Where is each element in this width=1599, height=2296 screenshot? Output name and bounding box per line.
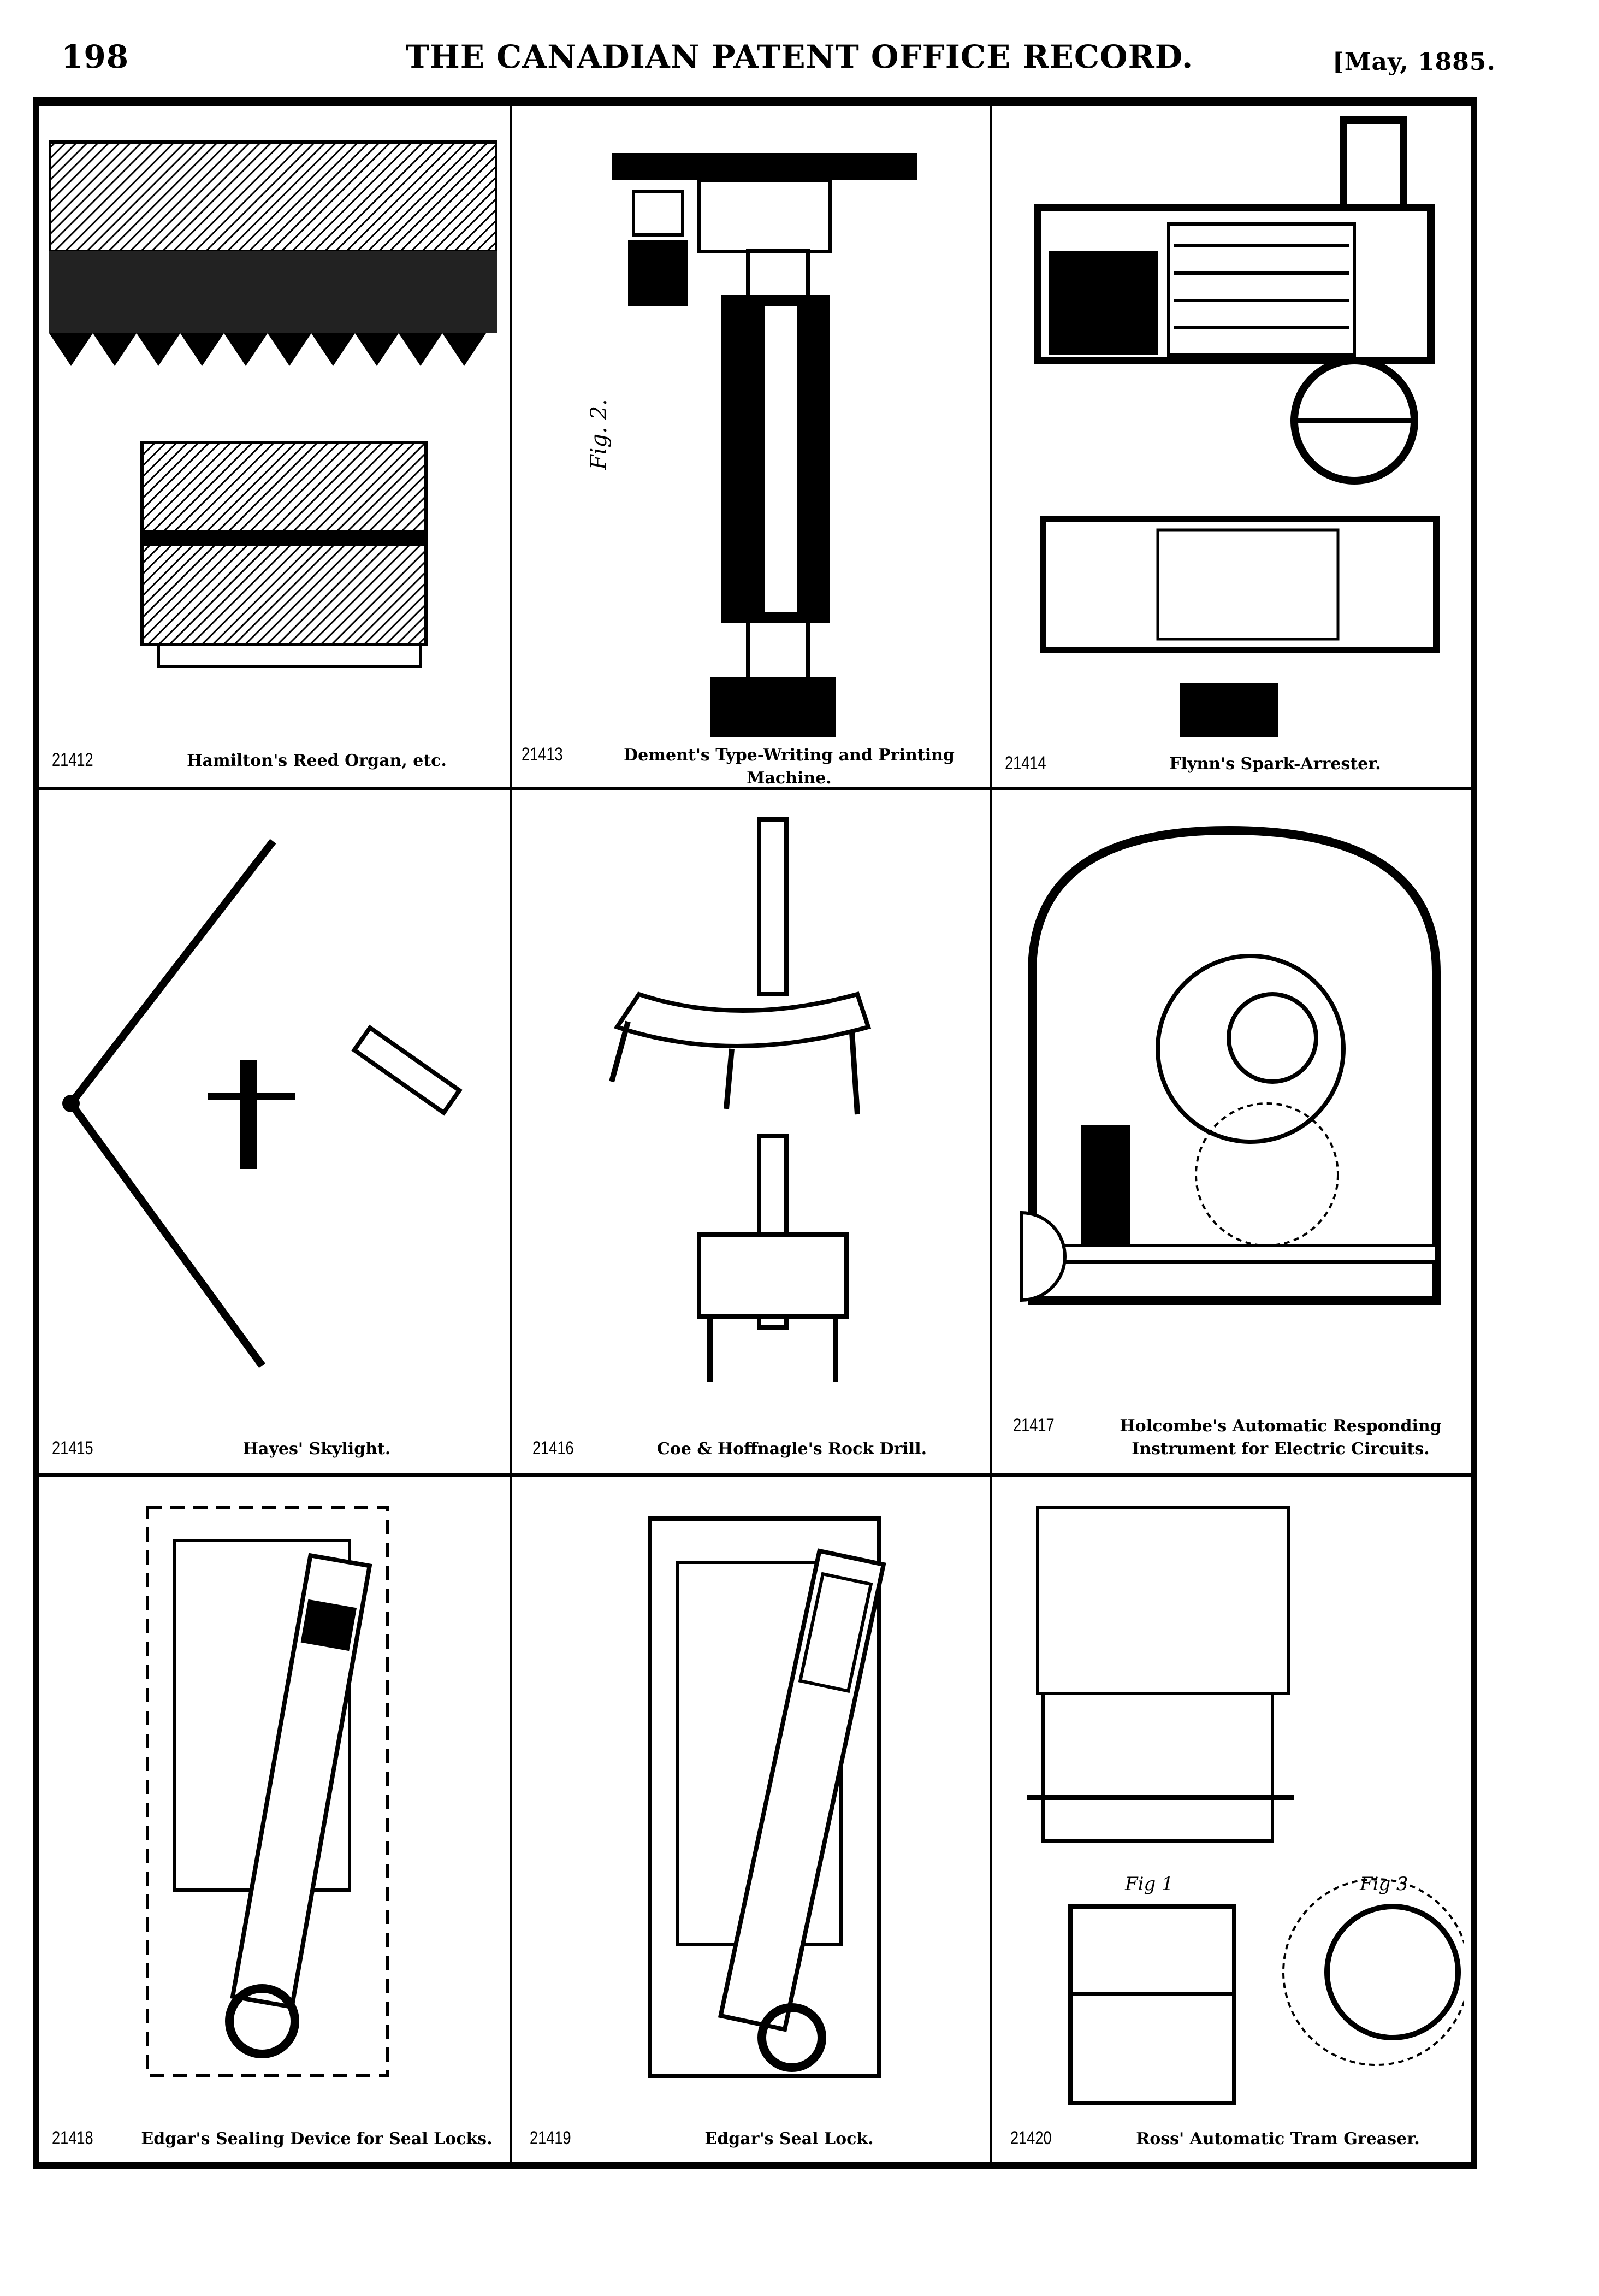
spark-arrester-drawing — [1034, 116, 1440, 737]
responding-instrument-drawing — [1020, 825, 1441, 1305]
patent-title: Hamilton's Reed Organ, etc. — [187, 751, 447, 770]
plate-frame — [33, 97, 1477, 2169]
rock-drill-drawing — [609, 817, 872, 1382]
caption-21414: 21414 Flynn's Spark-Arrester. — [1005, 753, 1464, 776]
caption-21413: 21413 Dement's Type-Writing and Printing … — [522, 744, 975, 790]
patent-title: Edgar's Sealing Device for Seal Locks. — [141, 2129, 493, 2149]
caption-21415: 21415 Hayes' Skylight. — [52, 1438, 500, 1461]
patent-title: Holcombe's Automatic Responding Instrume… — [1120, 1416, 1442, 1459]
svg-text:Fig 1: Fig 1 — [1124, 1873, 1174, 1895]
caption-21420: 21420 Ross' Automatic Tram Greaser. — [1010, 2128, 1464, 2151]
patent-number: 21418 — [52, 2128, 93, 2149]
column-divider — [990, 104, 992, 2163]
patent-number: 21416 — [532, 1438, 574, 1459]
caption-21417: 21417 Holcombe's Automatic Responding Ins… — [1013, 1415, 1466, 1461]
svg-text:Fig. 2.: Fig. 2. — [587, 399, 612, 470]
patent-title: Flynn's Spark-Arrester. — [1169, 754, 1381, 774]
caption-21419: 21419 Edgar's Seal Lock. — [530, 2128, 967, 2151]
patent-number: 21414 — [1005, 753, 1046, 774]
skylight-drawing — [62, 839, 463, 1368]
caption-21412: 21412 Hamilton's Reed Organ, etc. — [52, 749, 500, 772]
svg-text:Fig 3: Fig 3 — [1359, 1873, 1408, 1895]
patent-number: 21420 — [1010, 2128, 1052, 2149]
patent-title: Ross' Automatic Tram Greaser. — [1136, 2129, 1420, 2149]
patent-number: 21417 — [1013, 1415, 1055, 1436]
issue-date: [May, 1885. — [1332, 48, 1496, 76]
row-divider — [38, 1473, 1472, 1477]
patent-title: Coe & Hoffnagle's Rock Drill. — [656, 1439, 927, 1459]
row-divider — [38, 787, 1472, 790]
patent-number: 21412 — [52, 749, 93, 770]
caption-21418: 21418 Edgar's Sealing Device for Seal Loc… — [52, 2128, 500, 2151]
patent-title: Hayes' Skylight. — [242, 1439, 391, 1459]
patent-number: 21415 — [52, 1438, 93, 1459]
page-title: THE CANADIAN PATENT OFFICE RECORD. — [405, 38, 1194, 75]
patent-number: 21419 — [530, 2128, 571, 2149]
type-writing-machine-drawing: Fig. 2. — [587, 153, 917, 737]
caption-21416: 21416 Coe & Hoffnagle's Rock Drill. — [532, 1438, 969, 1461]
reed-organ-drawing — [49, 140, 497, 668]
column-divider — [510, 104, 512, 2163]
seal-lock-drawing — [648, 1516, 886, 2078]
patent-title: Edgar's Seal Lock. — [704, 2129, 874, 2149]
sealing-device-drawing — [146, 1506, 389, 2077]
tram-greaser-drawing: Fig 1 Fig 3 — [1027, 1506, 1464, 2105]
patent-title: Dement's Type-Writing and Printing Machi… — [624, 746, 955, 788]
patent-number: 21413 — [522, 744, 563, 765]
page-number: 198 — [61, 38, 129, 75]
